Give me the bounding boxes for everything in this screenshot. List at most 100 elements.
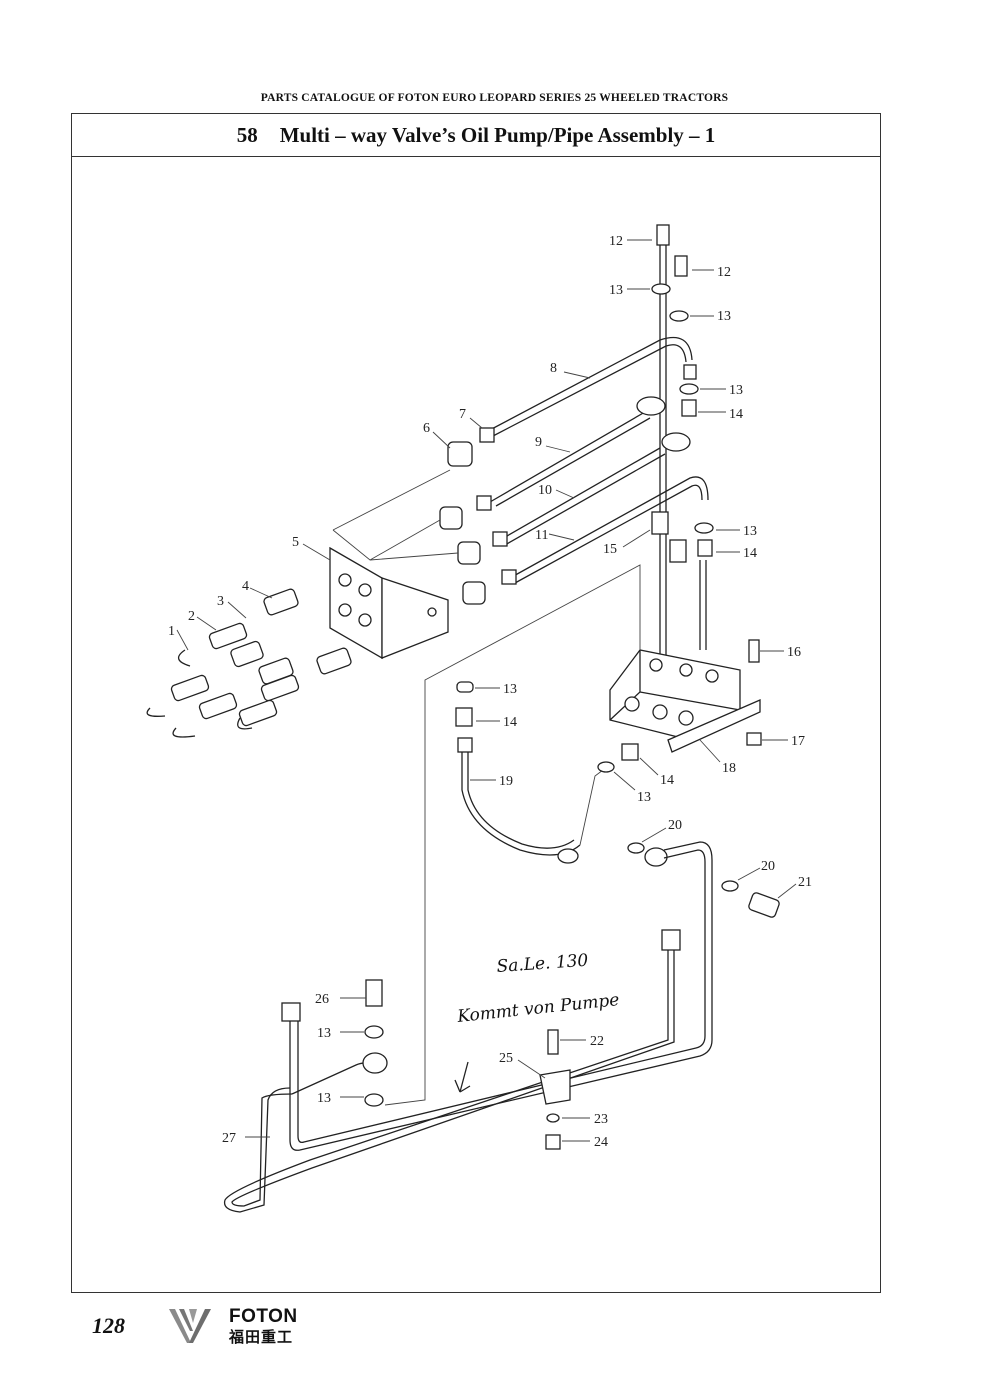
nut-left-4 <box>462 581 486 605</box>
callout-3: 3 <box>217 594 224 609</box>
callout-13: 13 <box>717 309 731 324</box>
washer-13g <box>364 1025 384 1039</box>
nut-7 <box>479 427 495 443</box>
nut-left-2 <box>439 506 463 530</box>
pipe-11-inner <box>514 484 703 584</box>
banjo-20 <box>644 847 668 867</box>
callout-11: 11 <box>535 528 548 543</box>
nut-19 <box>457 737 473 753</box>
assembly-leader-lines <box>332 469 459 561</box>
figure-number: 58 <box>236 123 258 147</box>
callout-13: 13 <box>503 682 517 697</box>
bracket-hole <box>338 603 352 617</box>
handwritten-note-line1: Sa.Le. 130 <box>496 951 589 977</box>
callout-12: 12 <box>717 265 731 280</box>
callout-4: 4 <box>242 579 249 594</box>
callout-22: 22 <box>590 1034 604 1049</box>
bracket-hole <box>338 573 352 587</box>
union-14c <box>455 707 473 727</box>
washer-23 <box>546 1113 560 1123</box>
callout-15: 15 <box>603 542 617 557</box>
pipe-27-inner <box>231 950 675 1207</box>
catalog-header: PARTS CATALOGUE OF FOTON EURO LEOPARD SE… <box>260 92 729 104</box>
washer-13e <box>456 681 474 693</box>
nut-top-right <box>661 929 681 951</box>
washer-13a <box>651 283 671 295</box>
nut-10 <box>492 531 508 547</box>
bracket-hole <box>358 613 372 627</box>
callout-25: 25 <box>499 1051 513 1066</box>
callout-14: 14 <box>729 407 743 422</box>
nut-9 <box>476 495 492 511</box>
nut-17 <box>746 732 762 746</box>
washer-13f <box>597 761 615 773</box>
bolt-16 <box>748 639 760 663</box>
callout-20: 20 <box>668 818 682 833</box>
callout-13: 13 <box>637 790 651 805</box>
callout-27: 27 <box>222 1131 236 1146</box>
callout-7: 7 <box>459 407 466 422</box>
callout-17: 17 <box>791 734 805 749</box>
washer-13c <box>679 383 699 395</box>
nut-27 <box>281 1002 301 1022</box>
quick-coupler-set <box>146 588 352 738</box>
callout-23: 23 <box>594 1112 608 1127</box>
callout-5: 5 <box>292 535 299 550</box>
union-14a <box>681 399 697 417</box>
washer-20b <box>721 880 739 892</box>
return-pipe <box>289 841 713 1151</box>
figure-title-bar: 58 Multi – way Valve’s Oil Pump/Pipe Asse… <box>72 114 880 157</box>
sleeve-15b <box>669 539 687 563</box>
callout-19: 19 <box>499 774 513 789</box>
pipe-9-inner <box>495 417 651 507</box>
nut-24 <box>545 1134 561 1150</box>
callout-24: 24 <box>594 1135 608 1150</box>
figure-title: Multi – way Valve’s Oil Pump/Pipe Assemb… <box>279 123 716 147</box>
callout-14: 14 <box>503 715 517 730</box>
pipe-8 <box>485 336 693 433</box>
callout-26: 26 <box>315 992 329 1007</box>
pipe-19 <box>461 752 581 856</box>
page-number: 128 <box>92 1313 125 1338</box>
callout-13: 13 <box>317 1091 331 1106</box>
return-pipe-inner <box>297 849 706 1144</box>
pipe-9 <box>489 411 646 503</box>
pipe-11 <box>509 476 709 579</box>
sleeve-15a <box>651 511 669 535</box>
nut-6 <box>447 441 473 467</box>
washer-13b <box>669 310 689 322</box>
nut-left-3 <box>457 541 481 565</box>
bracket-5 <box>329 546 383 660</box>
callout-13: 13 <box>609 283 623 298</box>
callout-18: 18 <box>722 761 736 776</box>
callout-leader-lines <box>176 239 797 1142</box>
bracket-hole <box>358 583 372 597</box>
brand-name-chinese: 福田重工 <box>229 1328 294 1346</box>
callout-1: 1 <box>168 624 175 639</box>
bracket-18 <box>667 699 761 753</box>
washer-20a <box>627 842 645 854</box>
bolt-26 <box>365 979 383 1007</box>
callout-20: 20 <box>761 859 775 874</box>
callout-6: 6 <box>423 421 430 436</box>
callout-8: 8 <box>550 361 557 376</box>
callout-9: 9 <box>535 435 542 450</box>
banjo-26 <box>362 1052 388 1074</box>
pipe-19-inner <box>467 752 575 849</box>
pipe-19-end <box>557 848 579 864</box>
pipe-10-inner <box>504 453 666 546</box>
callout-12: 12 <box>609 234 623 249</box>
washer-13h <box>364 1093 384 1107</box>
banjo-fitting-10 <box>661 432 691 452</box>
union-14d <box>621 743 639 761</box>
nut-top <box>683 364 697 380</box>
clamp-25 <box>539 1069 571 1105</box>
bracket-5-side <box>381 577 449 659</box>
bolt-12b <box>674 255 688 277</box>
bolt-12a <box>656 224 670 246</box>
callout-14: 14 <box>743 546 757 561</box>
callout-numbers: 12 12 13 13 13 14 8 7 6 9 10 11 15 13 14… <box>168 234 812 1150</box>
handwritten-note-line2: Kommt von Pumpe <box>455 990 620 1027</box>
